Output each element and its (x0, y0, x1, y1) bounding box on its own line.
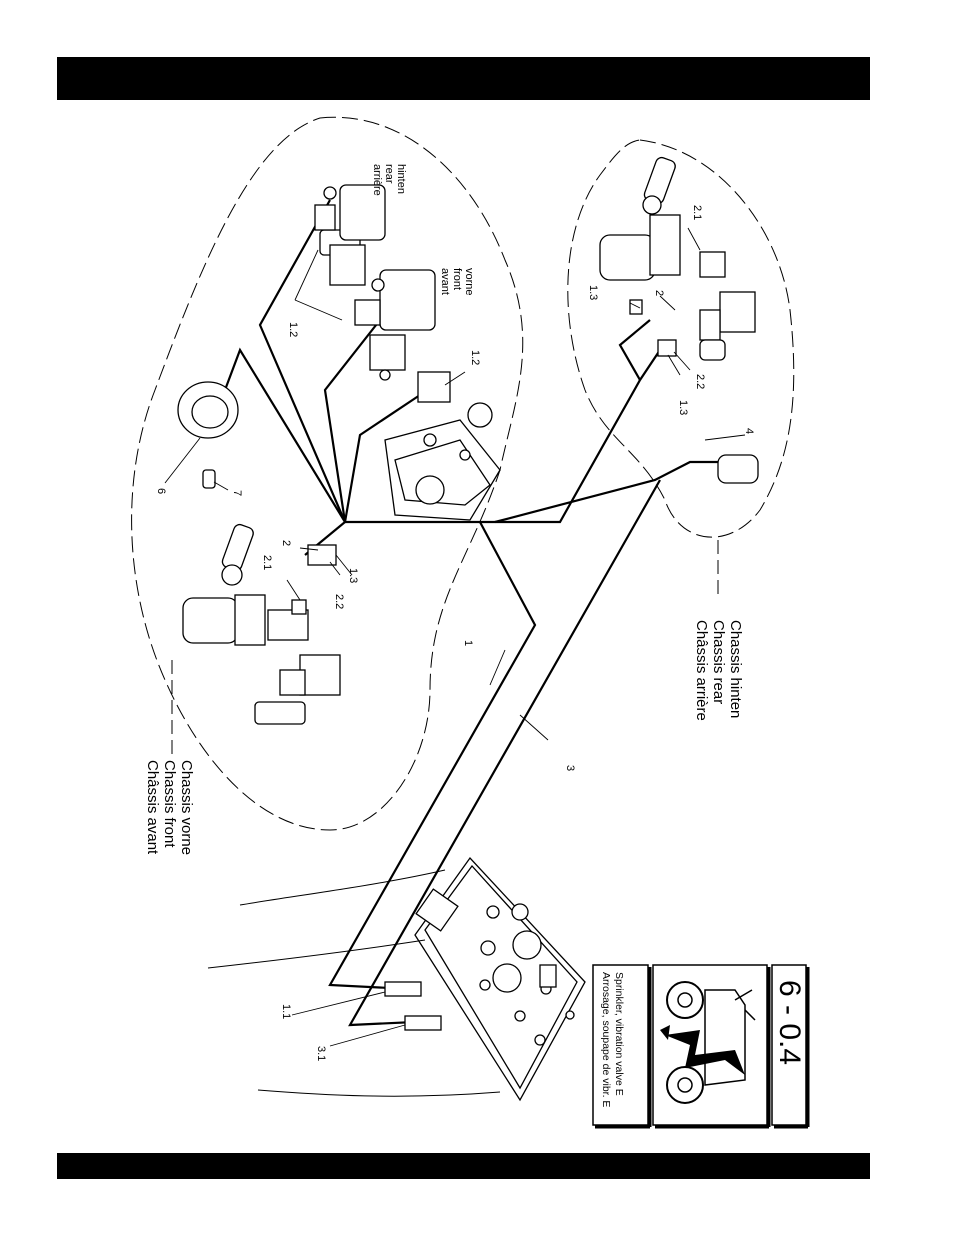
label-1-2-upper: 1.2 (287, 322, 299, 337)
label-1-3-rear-left: 1.3 (587, 285, 599, 300)
svg-text:Chassis front: Chassis front (161, 760, 178, 848)
machine-pictogram (653, 965, 769, 1127)
label-2-1-front: 2.1 (261, 555, 273, 570)
label-7: 7 (231, 490, 243, 496)
pump-block (385, 403, 500, 520)
label-2-front: 2 (280, 540, 292, 546)
gauge-part (178, 382, 238, 488)
label-2-2-front: 2.2 (333, 594, 345, 609)
svg-text:rear: rear (383, 164, 395, 184)
label-2-1-rear: 2.1 (691, 205, 703, 220)
label-1-3-rear: 1.3 (677, 400, 689, 415)
label-1-2-lower: 1.2 (469, 350, 481, 365)
caption-line-2: Arrosage, soupape de vibr. E (600, 972, 612, 1107)
svg-text:Chassis hinten: Chassis hinten (727, 620, 744, 718)
page-number-box: 6 - 0.4 (772, 965, 808, 1127)
rear-front-valves (315, 185, 450, 402)
front-valve-assembly (183, 523, 340, 724)
page-number: 6 - 0.4 (773, 980, 806, 1065)
label-6: 6 (155, 488, 167, 494)
label-1: 1 (462, 640, 474, 646)
label-4: 4 (743, 428, 755, 434)
label-3: 3 (564, 765, 576, 771)
caption-line-1: Sprinkler, vibration valve E (613, 972, 625, 1096)
svg-text:avant: avant (439, 268, 451, 295)
svg-text:arrière: arrière (371, 164, 383, 196)
label-2-rear: 2 (653, 290, 665, 296)
label-3-1: 3.1 (315, 1046, 327, 1061)
label-2-2-rear: 2.2 (694, 374, 706, 389)
svg-text:Chassis vorne: Chassis vorne (178, 760, 195, 855)
label-1-1: 1.1 (280, 1004, 292, 1019)
svg-text:vorne: vorne (463, 268, 475, 296)
svg-text:front: front (451, 268, 463, 290)
svg-text:hinten: hinten (395, 164, 407, 194)
svg-text:Châssis avant: Châssis avant (144, 760, 161, 855)
rear-valve-assembly (600, 156, 758, 483)
chassis-front-label: Chassis vorne Chassis front Châssis avan… (144, 760, 195, 855)
front-valve-label: vorne front avant (439, 268, 475, 296)
rear-valve-label: hinten rear arrière (371, 164, 407, 196)
chassis-rear-label: Chassis hinten Chassis rear Châssis arri… (693, 620, 744, 721)
rear-chassis-outline (568, 140, 794, 537)
svg-text:Châssis arrière: Châssis arrière (693, 620, 710, 721)
label-1-3-front: 1.3 (347, 568, 359, 583)
control-panel (385, 858, 585, 1100)
svg-text:Chassis rear: Chassis rear (710, 620, 727, 704)
caption-box: Sprinkler, vibration valve E Arrosage, s… (593, 965, 650, 1127)
